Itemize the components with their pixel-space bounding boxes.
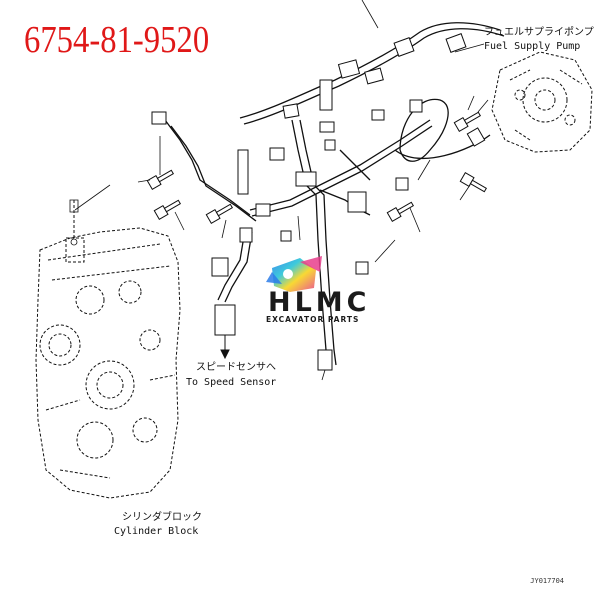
- speed-sensor-label-jp: スピードセンサへ: [196, 362, 276, 373]
- speed-sensor-label-en: To Speed Sensor: [186, 377, 277, 388]
- part-number: 6754-81-9520: [24, 19, 210, 61]
- speed-sensor-arrow: [220, 335, 230, 360]
- leader-lines: [74, 0, 489, 381]
- bolts: [146, 111, 488, 275]
- connectors: [151, 33, 486, 371]
- hlmc-logo-icon: [266, 256, 322, 292]
- cylinder-block-detail: [69, 199, 79, 246]
- cylinder-block-label-en: Cylinder Block: [114, 526, 199, 537]
- cylinder-block: [35, 200, 181, 499]
- watermark-subtitle: EXCAVATOR PARTS: [266, 315, 360, 324]
- fuel-supply-pump: [491, 51, 593, 153]
- fuel-pump-label-en: Fuel Supply Pump: [484, 41, 581, 52]
- fuel-pump-label-jp: フュエルサプライポンプ: [484, 27, 594, 38]
- reference-code: JY017704: [530, 577, 564, 585]
- watermark-name: HLMC: [268, 287, 371, 318]
- cylinder-block-label-jp: シリンダブロック: [122, 512, 202, 523]
